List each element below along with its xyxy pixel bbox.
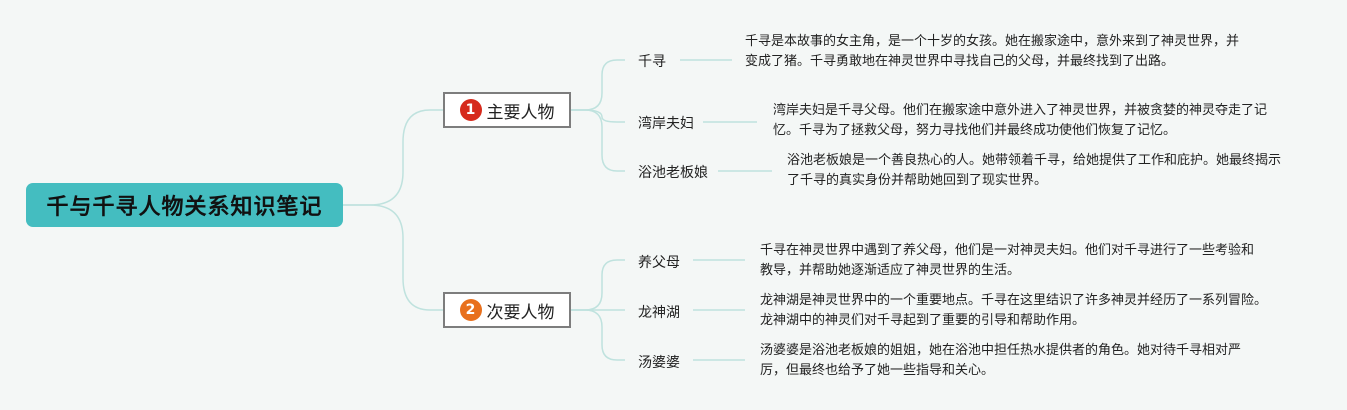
leaf-foster-parents[interactable]: 养父母 [638,255,680,271]
desc-chihiro: 千寻是本故事的女主角，是一个十岁的女孩。她在搬家途中，意外来到了神灵世界，并变成… [745,34,1240,69]
leaf-parents[interactable]: 湾岸夫妇 [638,116,694,132]
desc-yubaba: 汤婆婆是浴池老板娘的姐姐，她在浴池中担任热水提供者的角色。她对待千寻相对严厉，但… [760,343,1242,378]
edge-branch1-child-2 [571,109,625,123]
leaf-chihiro[interactable]: 千寻 [638,54,666,70]
edge-branch2-child-3 [571,309,625,361]
leaf-dragon-lake[interactable]: 龙神湖 [638,305,680,321]
desc-parents: 湾岸夫妇是千寻父母。他们在搬家途中意外进入了神灵世界，并被贪婪的神灵夺走了记忆。… [773,103,1268,138]
edge-branch1-child-1 [571,59,625,111]
desc-bathhouse-owner: 浴池老板娘是一个善良热心的人。她带领着千寻，给她提供了工作和庇护。她最终揭示了千… [787,153,1282,188]
number-badge-1: 1 [459,99,482,121]
root-topic[interactable]: 千与千寻人物关系知识笔记 [26,183,343,227]
edge-root-branch-1 [343,109,443,206]
edge-branch2-child-1 [571,259,625,311]
number-badge-2: 2 [459,299,482,321]
edge-root-branch-2 [343,204,443,311]
desc-foster-parents: 千寻在神灵世界中遇到了养父母，他们是一对神灵夫妇。他们对千寻进行了一些考验和教导… [760,243,1255,278]
branch-label: 主要人物 [486,102,555,123]
branch-secondary-characters[interactable]: 2 次要人物 [443,292,571,328]
leaf-bathhouse-owner[interactable]: 浴池老板娘 [638,165,708,181]
branch-main-characters[interactable]: 1 主要人物 [443,92,571,128]
leaf-yubaba[interactable]: 汤婆婆 [638,355,680,371]
desc-dragon-lake: 龙神湖是神灵世界中的一个重要地点。千寻在这里结识了许多神灵并经历了一系列冒险。龙… [760,293,1268,328]
branch-label: 次要人物 [486,302,555,323]
edge-branch1-child-3 [571,109,625,172]
